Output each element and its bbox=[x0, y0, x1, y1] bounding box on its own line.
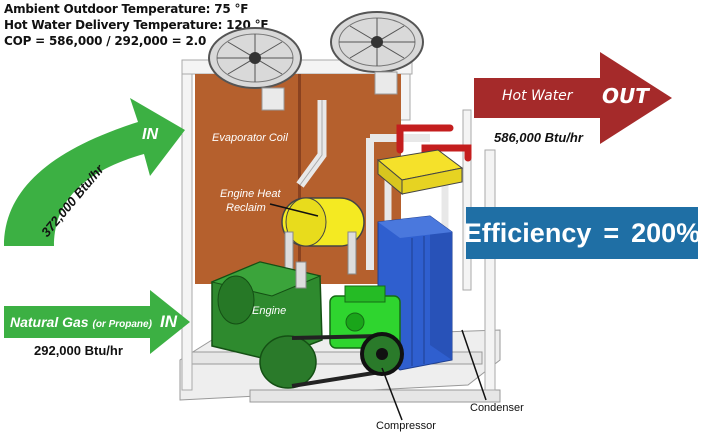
ambient-temp-line: Ambient Outdoor Temperature: 75 °F bbox=[4, 2, 249, 16]
belt-drive bbox=[259, 332, 404, 389]
compressor-label: Compressor bbox=[376, 420, 436, 432]
efficiency-label: Efficiency bbox=[463, 217, 592, 248]
engine-heat-label: Engine Heat bbox=[220, 188, 281, 200]
fan-right bbox=[330, 11, 424, 95]
condenser-label: Condenser bbox=[470, 402, 524, 414]
hot-water-label: Hot Water bbox=[502, 88, 573, 104]
hot-water-arrow bbox=[474, 52, 672, 144]
reclaim-label: Reclaim bbox=[226, 202, 266, 214]
hot-water-btu-label: 586,000 Btu/hr bbox=[494, 130, 583, 145]
efficiency-value: 200% bbox=[631, 217, 701, 248]
outdoor-air-in-label: IN bbox=[142, 126, 158, 143]
engine bbox=[210, 261, 323, 361]
natural-gas-arrow bbox=[4, 290, 190, 354]
evaporator-coil-label: Evaporator Coil bbox=[212, 132, 288, 144]
natural-gas-label-group: Natural Gas (or Propane) bbox=[10, 314, 152, 330]
natural-gas-in-label: IN bbox=[160, 312, 177, 331]
natural-gas-label: Natural Gas bbox=[10, 314, 89, 330]
natural-gas-note: (or Propane) bbox=[92, 319, 152, 330]
fan-left bbox=[208, 27, 302, 111]
hot-water-temp-line: Hot Water Delivery Temperature: 120 °F bbox=[4, 18, 269, 32]
engine-label: Engine bbox=[252, 305, 287, 317]
heat-exchanger bbox=[376, 149, 464, 196]
outdoor-air-arrow bbox=[4, 98, 185, 246]
efficiency-equals: = bbox=[603, 217, 620, 248]
leader-lines bbox=[269, 203, 487, 421]
cop-line: COP = 586,000 / 292,000 = 2.0 bbox=[4, 34, 207, 48]
efficiency-box: Efficiency = 200% bbox=[463, 207, 701, 259]
natural-gas-btu-label: 292,000 Btu/hr bbox=[34, 343, 123, 358]
hot-water-out-label: OUT bbox=[602, 84, 649, 108]
